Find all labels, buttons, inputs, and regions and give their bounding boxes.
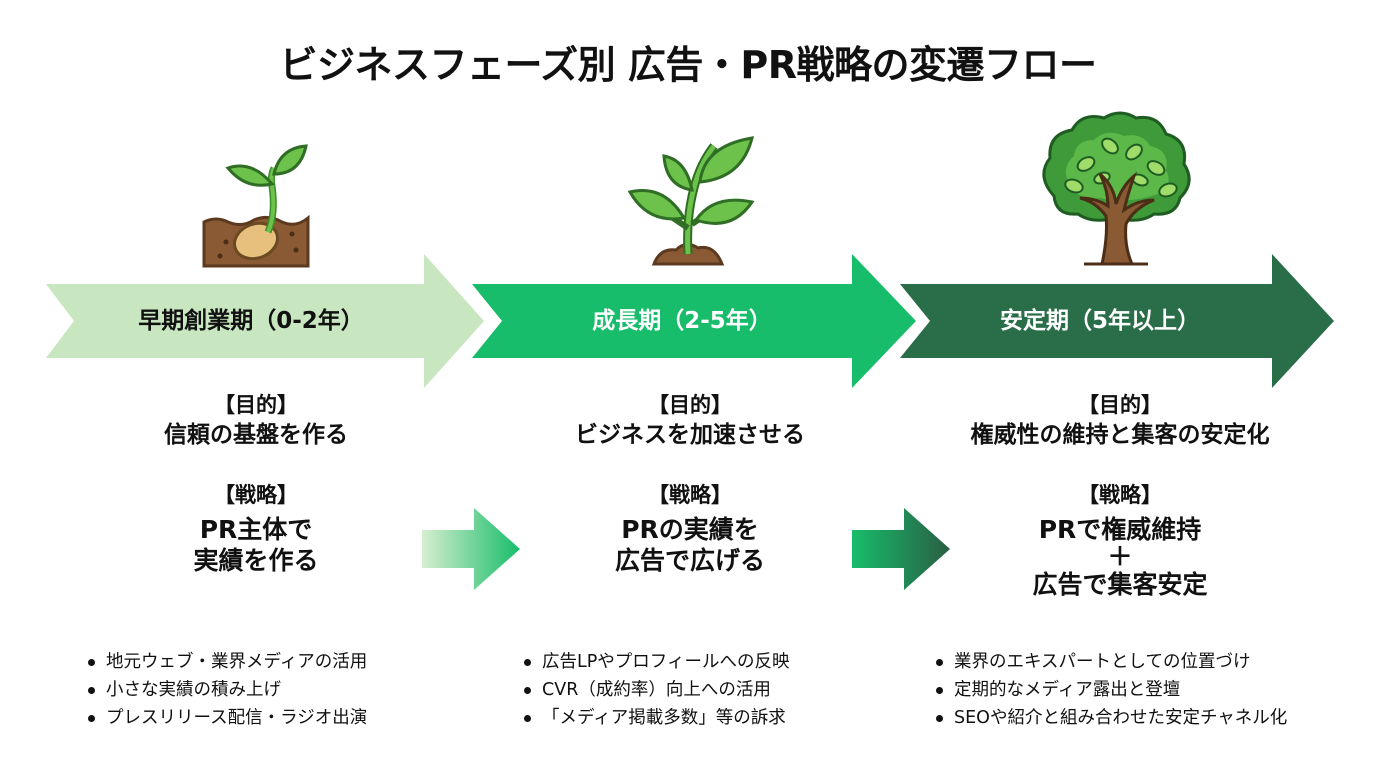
list-item: 小さな実績の積み上げ [84, 676, 367, 704]
list-item: 業界のエキスパートとしての位置づけ [932, 648, 1287, 676]
transition-arrow-2 [852, 508, 952, 594]
tree-icon [1030, 106, 1200, 268]
bullet-list-growth: 広告LPやプロフィールへの反映 CVR（成約率）向上への活用 「メディア掲載多数… [520, 648, 789, 732]
phase-details-stable: 【目的】 権威性の維持と集客の安定化 【戦略】 PRで権威維持 ＋ 広告で集客安… [920, 392, 1320, 600]
goal-text: 信頼の基盤を作る [164, 422, 348, 448]
goal-heading: 【目的】 [214, 393, 298, 417]
list-item: プレスリリース配信・ラジオ出演 [84, 704, 367, 732]
strategy-heading: 【戦略】 [648, 483, 732, 507]
goal-text: ビジネスを加速させる [575, 422, 805, 448]
list-item: CVR（成約率）向上への活用 [520, 676, 789, 704]
phase-arrow-early: 早期創業期（0-2年） [46, 254, 486, 388]
list-item: 「メディア掲載多数」等の訴求 [520, 704, 789, 732]
young-plant-icon [614, 128, 764, 268]
goal-text: 権威性の維持と集客の安定化 [970, 422, 1270, 448]
phase-label-growth: 成長期（2-5年） [592, 308, 772, 334]
bullet-list-early: 地元ウェブ・業界メディアの活用 小さな実績の積み上げ プレスリリース配信・ラジオ… [84, 648, 367, 732]
phase-arrow-growth: 成長期（2-5年） [472, 254, 918, 388]
phase-arrow-stable: 安定期（5年以上） [900, 254, 1336, 388]
strategy-line: PRの実績を [621, 515, 759, 544]
list-item: SEOや紹介と組み合わせた安定チャネル化 [932, 704, 1287, 732]
strategy-heading: 【戦略】 [214, 483, 298, 507]
list-item: 地元ウェブ・業界メディアの活用 [84, 648, 367, 676]
list-item: 広告LPやプロフィールへの反映 [520, 648, 789, 676]
phase-label-early: 早期創業期（0-2年） [138, 308, 364, 334]
strategy-plus: ＋ [1107, 542, 1133, 571]
bullet-list-stable: 業界のエキスパートとしての位置づけ 定期的なメディア露出と登壇 SEOや紹介と組… [932, 648, 1287, 732]
page-title: ビジネスフェーズ別 広告・PR戦略の変遷フロー [279, 43, 1097, 87]
strategy-line: 広告で広げる [614, 546, 765, 575]
phase-details-early: 【目的】 信頼の基盤を作る 【戦略】 PR主体で 実績を作る [96, 392, 416, 576]
strategy-line: 広告で集客安定 [1032, 570, 1208, 599]
seed-sprout-icon [196, 138, 326, 268]
phase-details-growth: 【目的】 ビジネスを加速させる 【戦略】 PRの実績を 広告で広げる [530, 392, 850, 576]
list-item: 定期的なメディア露出と登壇 [932, 676, 1287, 704]
strategy-line: 実績を作る [193, 546, 319, 575]
strategy-line: PR主体で [199, 515, 313, 544]
strategy-heading: 【戦略】 [1078, 483, 1162, 507]
goal-heading: 【目的】 [648, 393, 732, 417]
transition-arrow-1 [422, 508, 522, 594]
goal-heading: 【目的】 [1078, 393, 1162, 417]
strategy-line: PRで権威維持 [1038, 515, 1202, 544]
phase-label-stable: 安定期（5年以上） [999, 308, 1200, 334]
